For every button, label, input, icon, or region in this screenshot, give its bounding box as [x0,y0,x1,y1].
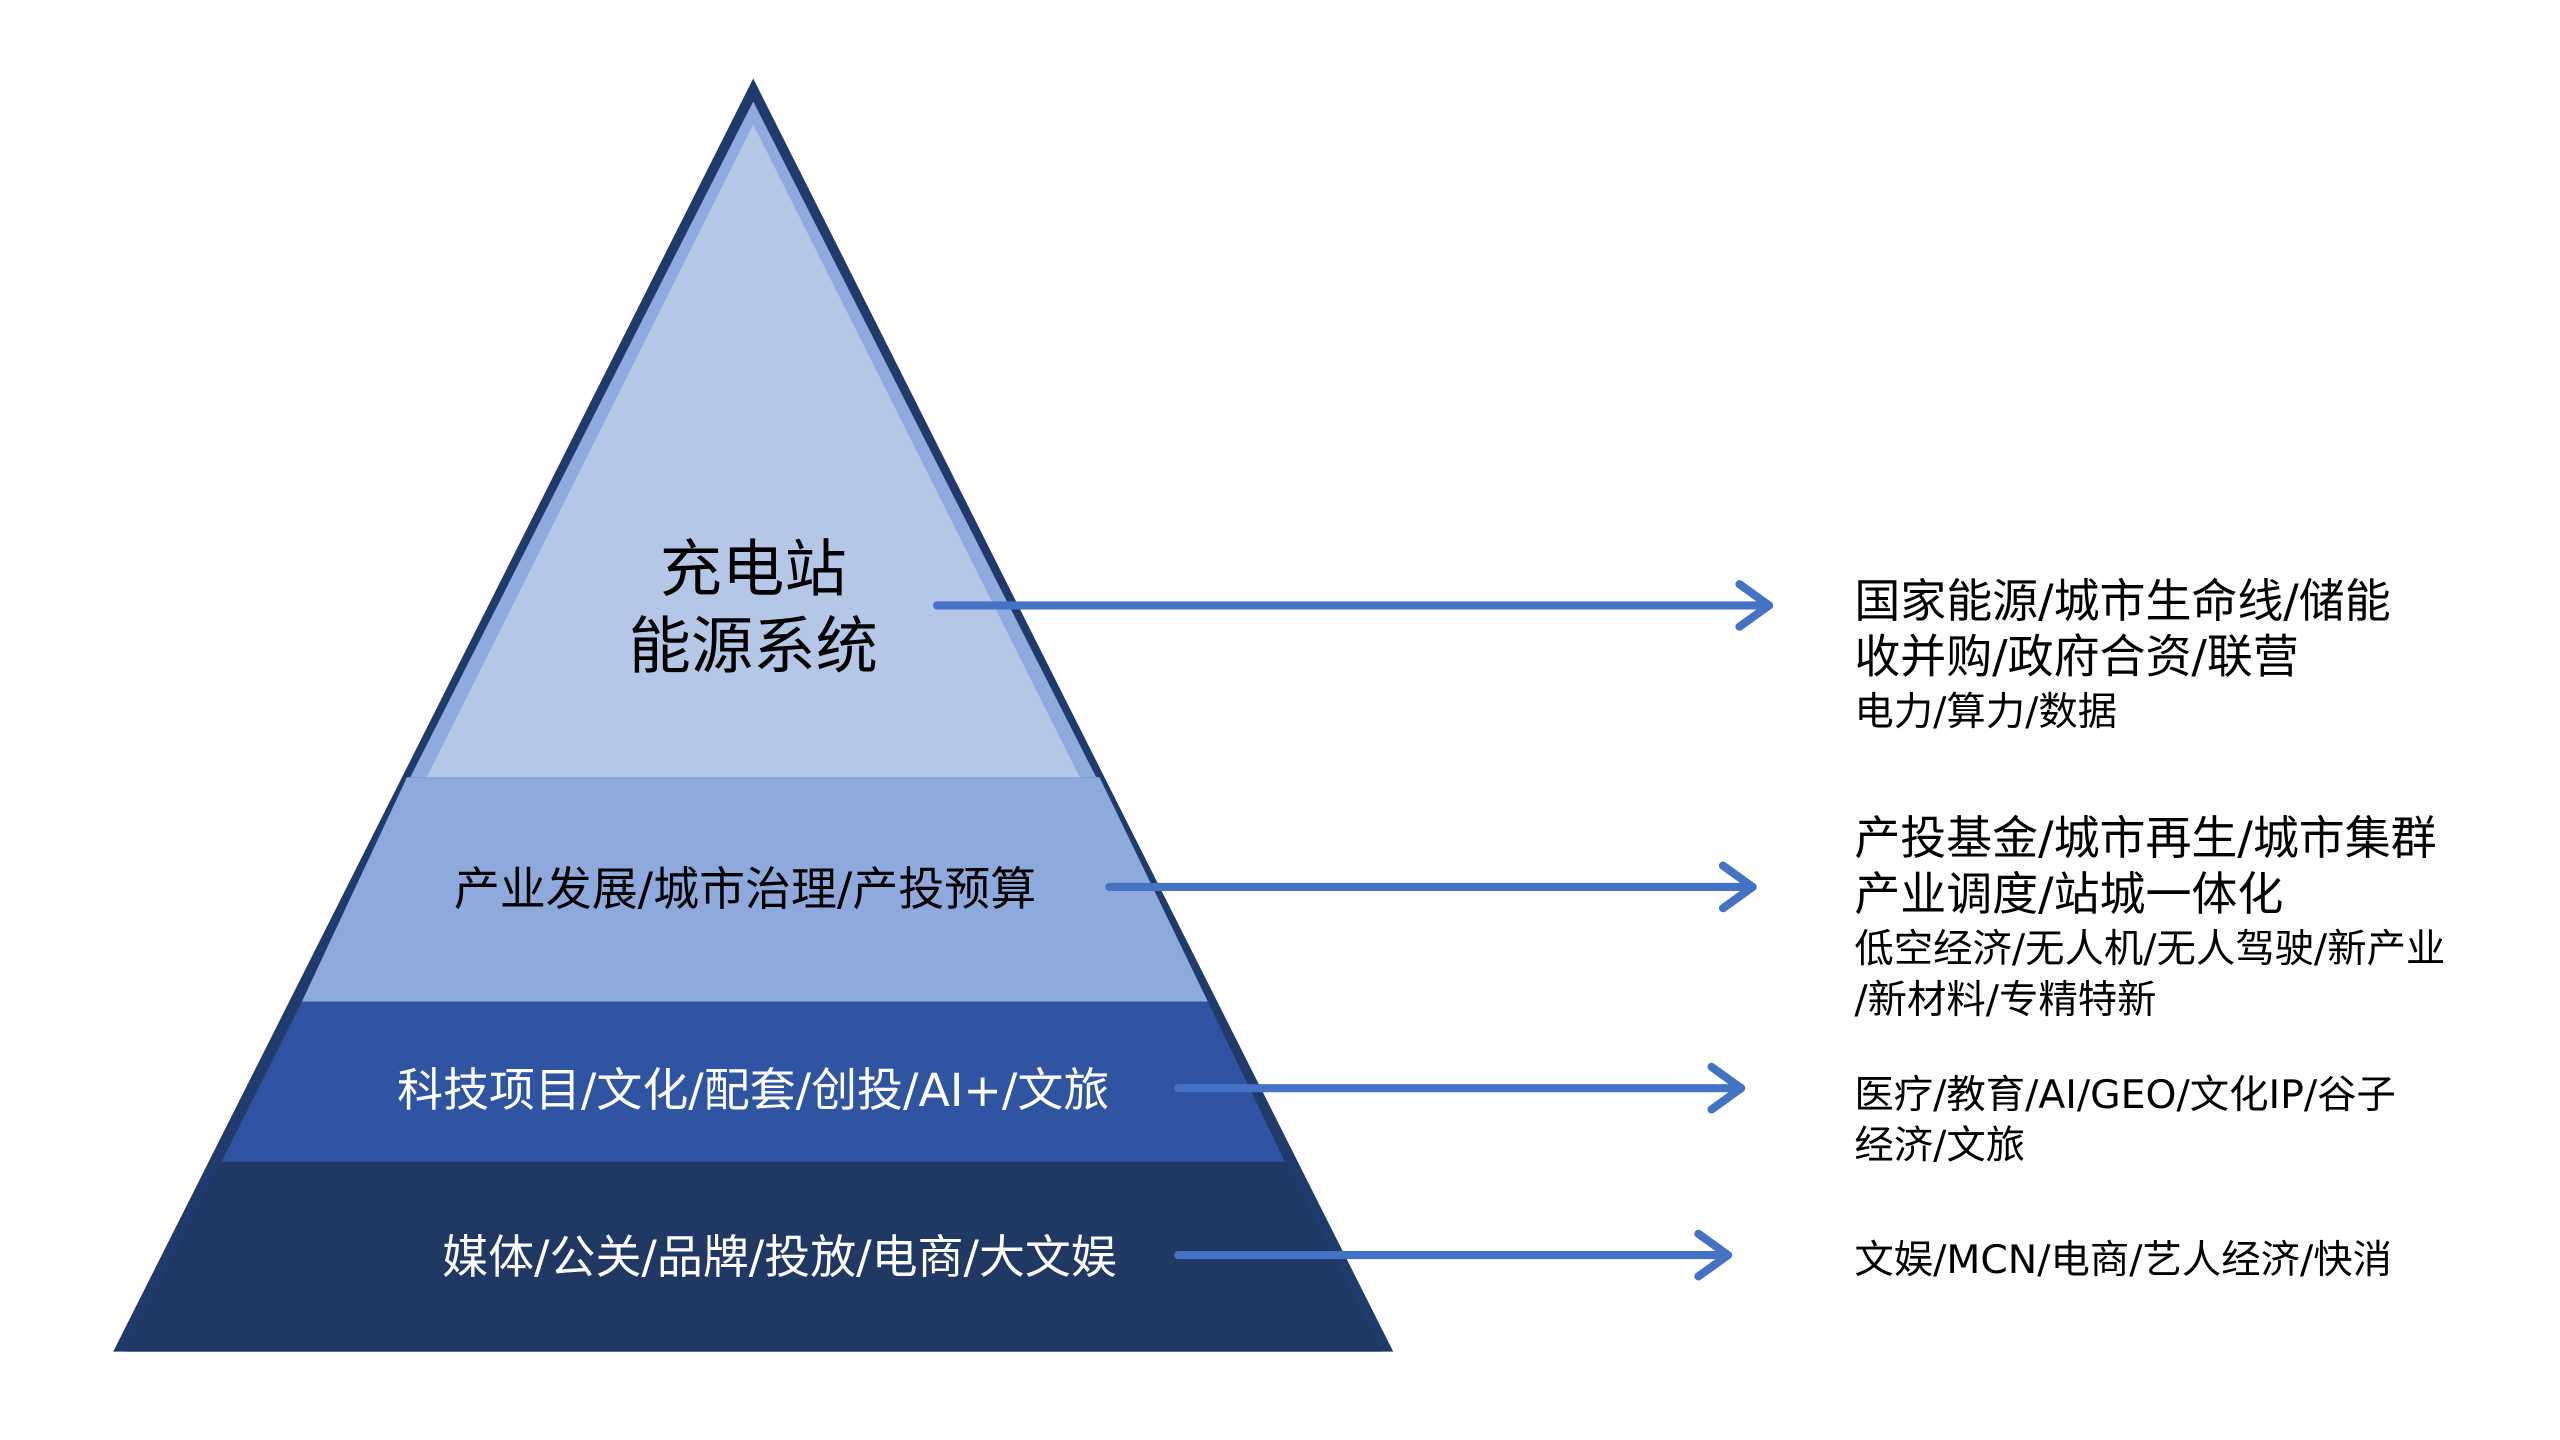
tier-3-detail: 经济/文旅 [1854,1124,2025,1169]
arrow-tier-2 [1105,861,1757,913]
arrow-tier-3 [1174,1062,1746,1114]
tier-4-detail: 文娱/MCN/电商/艺人经济/快消 [1854,1238,2392,1283]
tier-2-detail: 产业调度/站城一体化 [1854,867,2283,921]
tier-2-detail: /新材料/专精特新 [1854,978,2156,1023]
pyramid-tier-4-band [124,1161,1382,1352]
pyramid-tier-1-fill [426,124,1080,778]
arrow-tier-4 [1174,1229,1733,1281]
tier-1-title-line1: 充电站 [660,533,847,606]
arrow-tier-1 [932,580,1774,631]
tier-1-detail: 电力/算力/数据 [1854,690,2117,735]
tier-2-detail: 低空经济/无人机/无人驾驶/新产业 [1854,927,2445,972]
tier-4-label: 媒体/公关/品牌/投放/电商/大文娱 [442,1230,1117,1284]
tier-3-detail: 医疗/教育/AI/GEO/文化IP/谷子 [1854,1073,2396,1118]
pyramid-tier-2-band [301,777,1208,1002]
tier-2-detail: 产投基金/城市再生/城市集群 [1854,811,2436,865]
tier-1-title-line2: 能源系统 [629,610,878,683]
tier-1-detail: 收并购/政府合资/联营 [1854,630,2298,684]
tier-3-label: 科技项目/文化/配套/创投/AI+/文旅 [397,1063,1109,1117]
tier-2-label: 产业发展/城市治理/产投预算 [454,862,1036,916]
pyramid-tier-3-band [221,1001,1285,1162]
tier-1-detail: 国家能源/城市生命线/储能 [1854,574,2390,628]
